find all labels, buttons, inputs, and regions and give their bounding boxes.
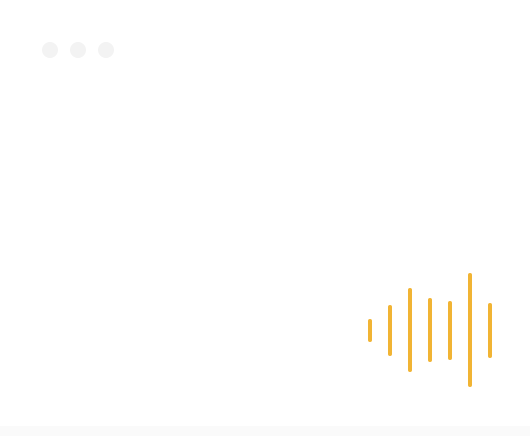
waveform-bar [408, 288, 412, 372]
audio-waveform-icon [360, 260, 500, 390]
waveform-bar [488, 302, 492, 358]
window-titlebar [0, 0, 530, 100]
waveform-bar [388, 304, 392, 356]
window-close-dot[interactable] [42, 42, 58, 58]
waveform-bar [468, 273, 472, 387]
window-minimize-dot[interactable] [70, 42, 86, 58]
waveform-bar [368, 318, 372, 342]
bottom-bar [0, 426, 530, 436]
window-maximize-dot[interactable] [98, 42, 114, 58]
waveform-bar [448, 300, 452, 360]
waveform-bar [428, 298, 432, 362]
